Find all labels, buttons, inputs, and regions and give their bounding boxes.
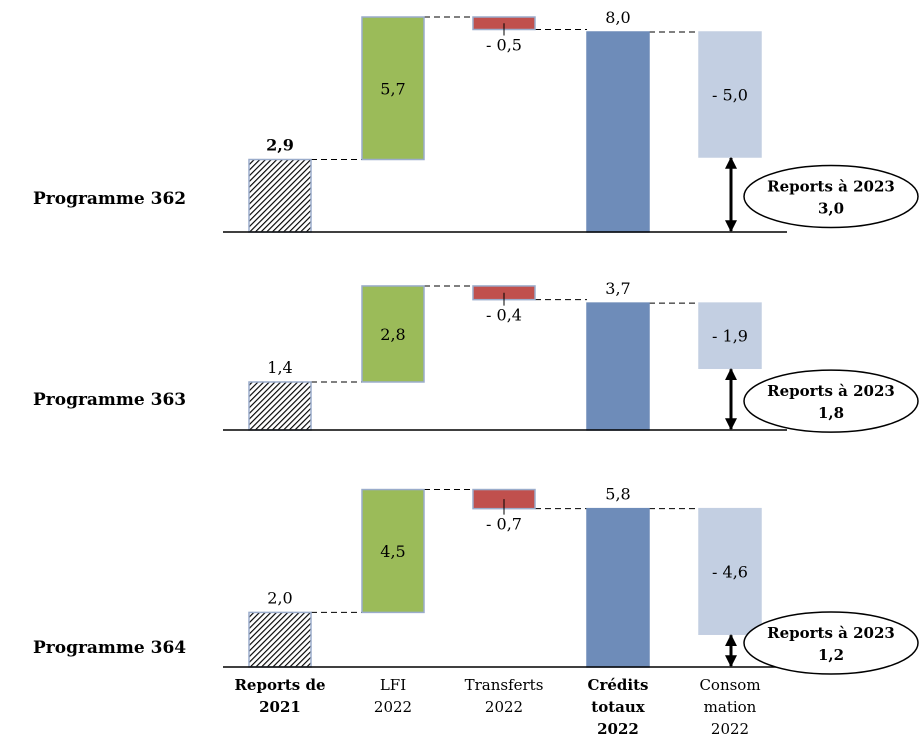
data-label-consommation-2022: - 1,9: [712, 327, 748, 346]
data-label-transferts-2022: - 0,5: [486, 36, 522, 55]
bar-lfi-2022: [361, 488, 425, 614]
bar-credits-totaux-2022: [586, 302, 650, 431]
callout-ellipse: [743, 611, 919, 675]
bar-reports-2021: [248, 158, 312, 233]
bar-lfi-2022: [361, 285, 425, 383]
panel-1: Programme 362 2,9 5,7 - 0,5 8,0 - 5,0Reports …: [33, 8, 919, 233]
category-label-reports-2021: Reports de: [234, 676, 325, 694]
category-label-credits-totaux-2022: totaux: [591, 698, 645, 716]
panel-2: Programme 363 1,4 2,8 - 0,4 3,7 - 1,9Reports …: [33, 279, 919, 433]
data-label-reports-2021: 2,9: [266, 136, 294, 155]
data-label-consommation-2022: - 4,6: [712, 562, 748, 581]
data-label-reports-2021: 2,0: [267, 588, 292, 607]
bar-reports-2021: [248, 381, 312, 431]
category-axis-labels: Reports de 2021 LFI 2022 Transferts 2022 Crédi…: [234, 676, 760, 738]
callout-value: 3,0: [818, 200, 844, 218]
category-label-consommation-2022: mation: [704, 698, 757, 716]
data-label-credits-totaux-2022: 3,7: [605, 279, 630, 298]
programme-label: Programme 362: [33, 189, 186, 209]
category-label-lfi-2022: LFI: [380, 676, 406, 694]
callout-label: Reports à 2023: [767, 382, 895, 400]
data-label-reports-2021: 1,4: [267, 358, 292, 377]
category-label-lfi-2022: 2022: [374, 698, 412, 716]
panel-3: Programme 364 2,0 4,5 - 0,7 5,8 - 4,6Reports …: [33, 485, 919, 675]
carryover-callout: Reports à 2023 1,8: [743, 369, 919, 433]
bar-credits-totaux-2022: [586, 31, 650, 233]
bar-consommation-2022: [698, 302, 762, 370]
category-label-transferts-2022: 2022: [485, 698, 523, 716]
bar-consommation-2022: [698, 31, 762, 158]
data-label-transferts-2022: - 0,4: [486, 306, 522, 325]
callout-ellipse: [743, 164, 919, 229]
category-label-consommation-2022: 2022: [711, 720, 749, 738]
data-label-credits-totaux-2022: 8,0: [605, 8, 630, 27]
category-label-reports-2021: 2021: [259, 698, 301, 716]
data-label-lfi-2022: 2,8: [380, 325, 405, 344]
bar-reports-2021: [248, 611, 312, 668]
callout-label: Reports à 2023: [767, 178, 895, 196]
data-label-lfi-2022: 5,7: [380, 79, 405, 98]
bar-credits-totaux-2022: [586, 507, 650, 668]
category-label-credits-totaux-2022: 2022: [597, 720, 639, 738]
data-label-transferts-2022: - 0,7: [486, 515, 522, 534]
category-label-transferts-2022: Transferts: [465, 676, 544, 694]
callout-value: 1,8: [818, 404, 844, 422]
programme-label: Programme 364: [33, 638, 186, 658]
bar-lfi-2022: [361, 16, 425, 161]
data-label-consommation-2022: - 5,0: [712, 86, 748, 105]
category-label-consommation-2022: Consom: [699, 676, 760, 694]
panels: Programme 362 2,9 5,7 - 0,5 8,0 - 5,0Reports …: [33, 8, 919, 675]
data-label-lfi-2022: 4,5: [380, 542, 405, 561]
bar-consommation-2022: [698, 507, 762, 635]
carryover-callout: Reports à 2023 3,0: [743, 164, 919, 229]
programme-label: Programme 363: [33, 390, 186, 410]
callout-ellipse: [743, 369, 919, 433]
data-label-credits-totaux-2022: 5,8: [605, 485, 630, 504]
callout-value: 1,2: [818, 646, 844, 664]
category-label-credits-totaux-2022: Crédits: [588, 676, 649, 694]
callout-label: Reports à 2023: [767, 624, 895, 642]
carryover-callout: Reports à 2023 1,2: [743, 611, 919, 675]
